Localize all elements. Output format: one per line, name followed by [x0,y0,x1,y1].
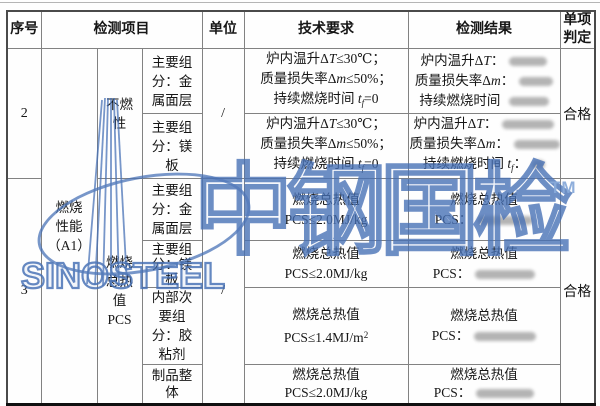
req-pcs-whole: 燃烧总热值 PCS≤2.0MJ/kg [243,364,409,405]
unit-row2-cell: / [201,48,245,179]
component-whole-product: 制品整 体 [141,364,203,405]
category-line: （A1） [47,237,91,253]
component-metal-face-row3: 主要组 分：金 属面层 [141,178,203,241]
redacted-value [476,389,535,399]
req-incomb-metal: 炉内温升ΔT≤30℃； 质量损失率Δm≤50%； 持续燃烧时间 tf=0 [243,48,409,114]
header-serial: 序号 [6,10,42,49]
component-metal-face-row2: 主要组 分：金 属面层 [141,48,203,114]
header-result: 检测结果 [407,10,561,49]
req-pcs-mg: 燃烧总热值 PCS≤2.0MJ/kg [243,240,409,288]
verdict-row2-cell: 合格 [559,48,596,179]
property-gross-heat-cell: 燃烧 总热 值 PCS [96,178,143,405]
component-mg-board-row2: 主要组 分：镁 板 [141,113,203,179]
res-pcs-metal: 燃烧总热值 PCS： [407,178,561,241]
redacted-value [519,77,554,87]
component-mg-board-row3: 主要组 分：镁 板 [141,240,203,288]
serial-3-cell: 3 [6,178,42,405]
redacted-value [477,215,534,225]
redacted-value [475,270,536,280]
res-pcs-whole: 燃烧总热值 PCS： [407,364,561,405]
component-adhesive: 内部次 要组 分：胶 粘剂 [141,287,203,365]
header-item: 检测项目 [40,10,203,49]
redacted-value [508,97,549,107]
serial-2-cell: 2 [6,48,42,179]
res-incomb-mg: 炉内温升ΔT： 质量损失率Δm： 持续燃烧时间 tf： [407,113,561,179]
unit-row3-cell: / [201,178,245,405]
report-table: 序号 检测项目 单位 技术要求 检测结果 单项判定 2 燃烧 性能 （A1） 不… [6,10,597,406]
res-pcs-mg: 燃烧总热值 PCS： [407,240,561,288]
redacted-value [502,120,555,130]
page-top-rule [0,2,600,3]
req-pcs-adhesive: 燃烧总热值 PCS≤1.4MJ/m2 [243,287,409,365]
property-line: 不燃 [106,96,133,112]
redacted-value [474,332,537,342]
redacted-value [509,57,548,67]
category-line: 性能 [55,218,83,234]
res-pcs-adhesive: 燃烧总热值 PCS： [407,287,561,365]
res-incomb-metal: 炉内温升ΔT： 质量损失率Δm： 持续燃烧时间 [407,48,561,114]
category-cell: 燃烧 性能 （A1） [40,48,98,405]
header-requirement: 技术要求 [243,10,409,49]
category-line: 燃烧 [55,199,83,215]
redacted-value [532,160,546,170]
redacted-value [513,140,560,150]
property-incombustibility-cell: 不燃 性 [96,48,143,179]
verdict-row3-cell: 合格 [559,178,596,405]
req-pcs-metal: 燃烧总热值 PCS≤2.0MJ/kg [243,178,409,241]
req-incomb-mg: 炉内温升ΔT≤30℃； 质量损失率Δm≤50%； 持续燃烧时间 tf=0 [243,113,409,179]
header-verdict: 单项判定 [559,10,596,49]
header-unit: 单位 [201,10,245,49]
property-line: 性 [112,115,127,131]
